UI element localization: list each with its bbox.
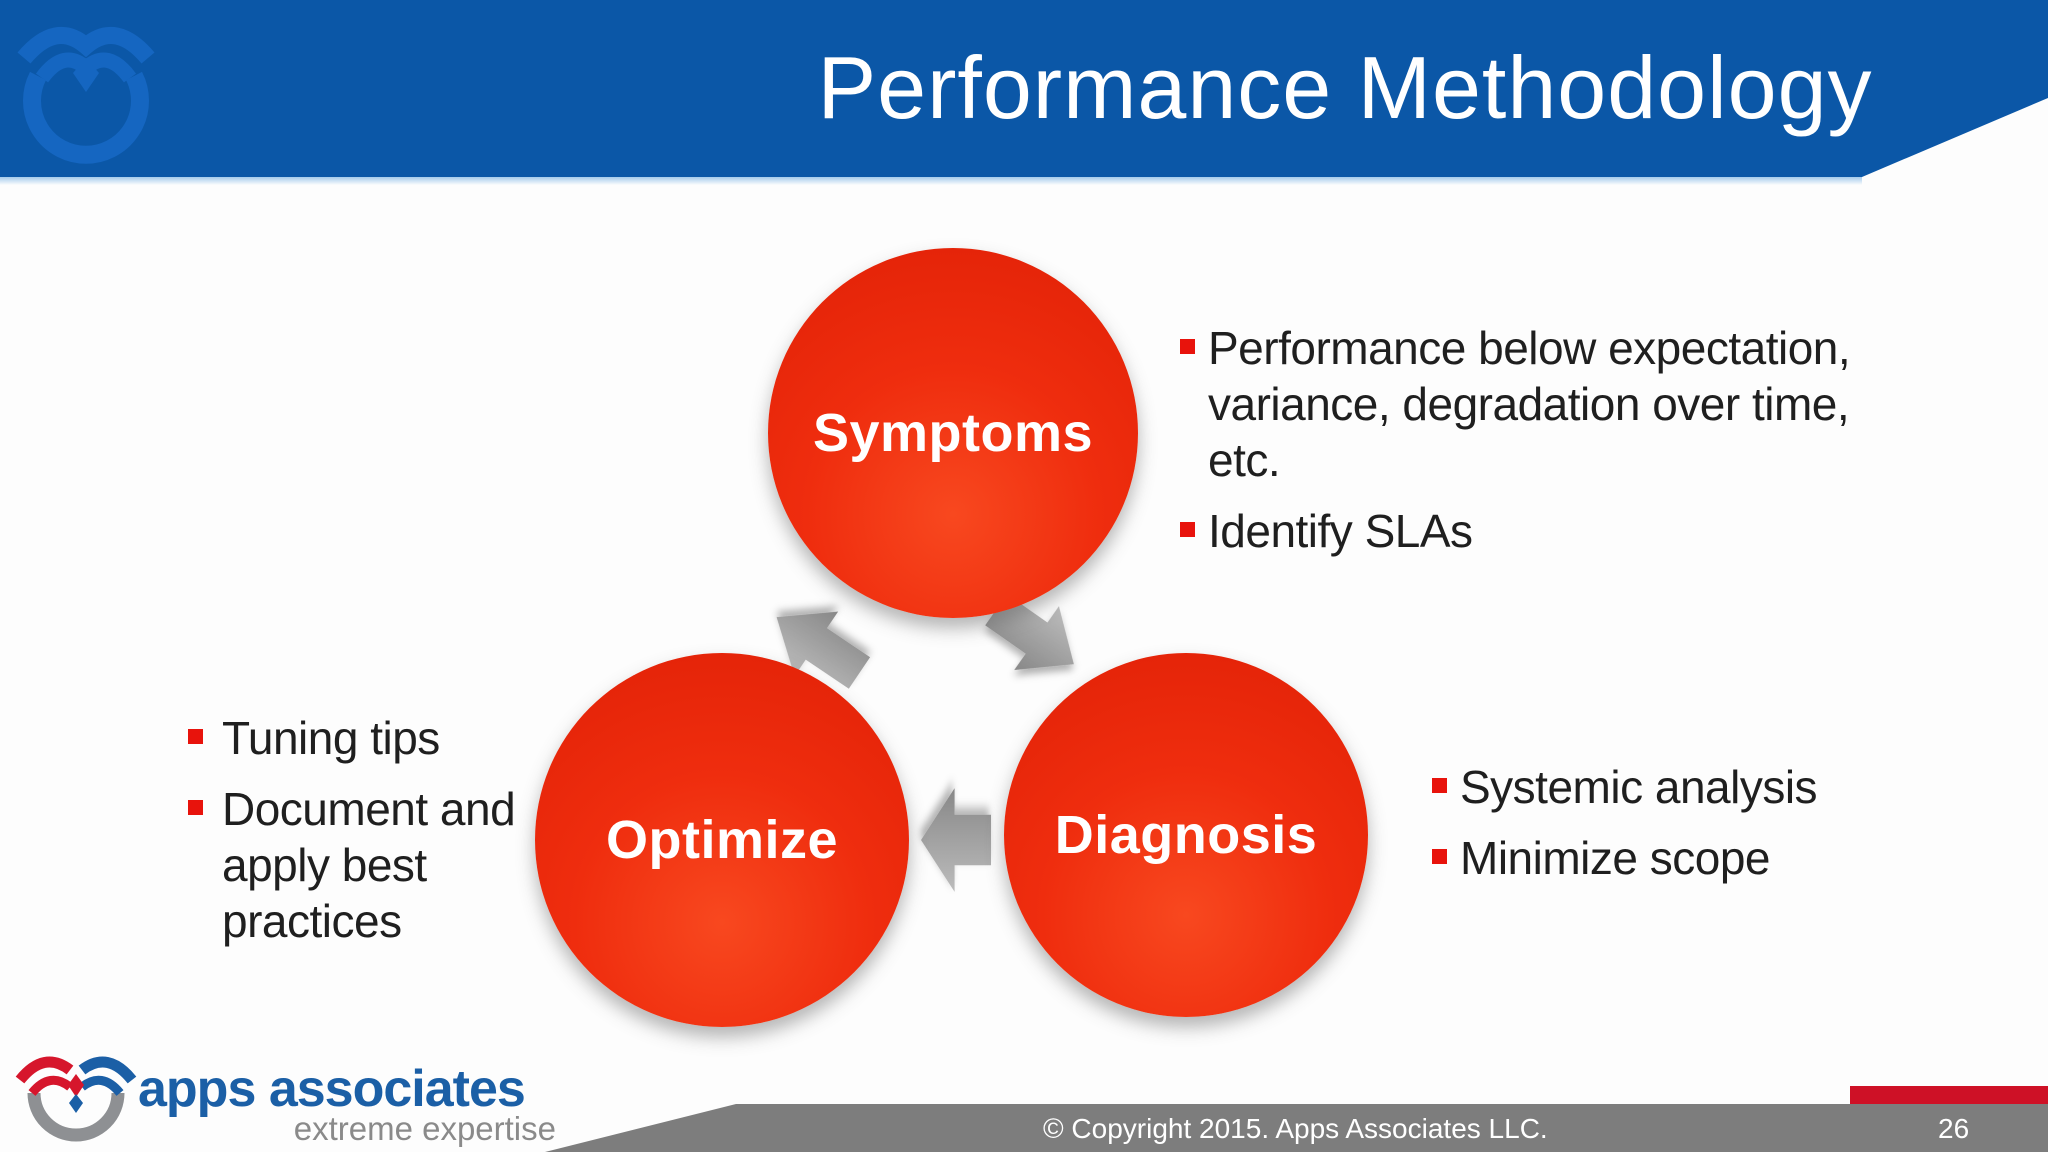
bullet-item: Tuning tips [188, 710, 518, 766]
bullet-item: Minimize scope [1432, 830, 1902, 886]
brand-tagline: extreme expertise [293, 1110, 556, 1147]
cycle-node-label: Diagnosis [1054, 805, 1318, 865]
cycle-node-symptoms: Symptoms [768, 248, 1138, 618]
cycle-node-label: Optimize [605, 810, 839, 870]
bullet-item: Systemic analysis [1432, 759, 1902, 815]
header-banner [0, 0, 2048, 177]
bullet-item: Document and apply best practices [188, 781, 518, 949]
diagnosis-bullet-list: Systemic analysis Minimize scope [1432, 759, 1902, 901]
brand-name: apps associates [138, 1060, 526, 1118]
cycle-node-diagnosis: Diagnosis [1004, 653, 1368, 1017]
slide-title: Performance Methodology [817, 38, 1873, 137]
page-number: 26 [1938, 1113, 1970, 1144]
apps-associates-logo-icon [15, 1056, 137, 1142]
footer-band [545, 1104, 2048, 1152]
header-underline [0, 177, 1862, 185]
footer-red-accent-bar [1850, 1086, 2048, 1104]
bullet-item: Identify SLAs [1180, 503, 1870, 559]
cycle-arrow-diagnosis-to-optimize-icon [921, 788, 991, 892]
optimize-bullet-list: Tuning tips Document and apply best prac… [188, 710, 518, 964]
bullet-item: Performance below expectation, variance,… [1180, 320, 1870, 488]
cycle-node-optimize: Optimize [535, 653, 909, 1027]
cycle-node-label: Symptoms [812, 403, 1094, 463]
copyright-text: © Copyright 2015. Apps Associates LLC. [1043, 1113, 1548, 1144]
company-logo-mark-icon [17, 27, 155, 164]
symptoms-bullet-list: Performance below expectation, variance,… [1180, 320, 1870, 574]
